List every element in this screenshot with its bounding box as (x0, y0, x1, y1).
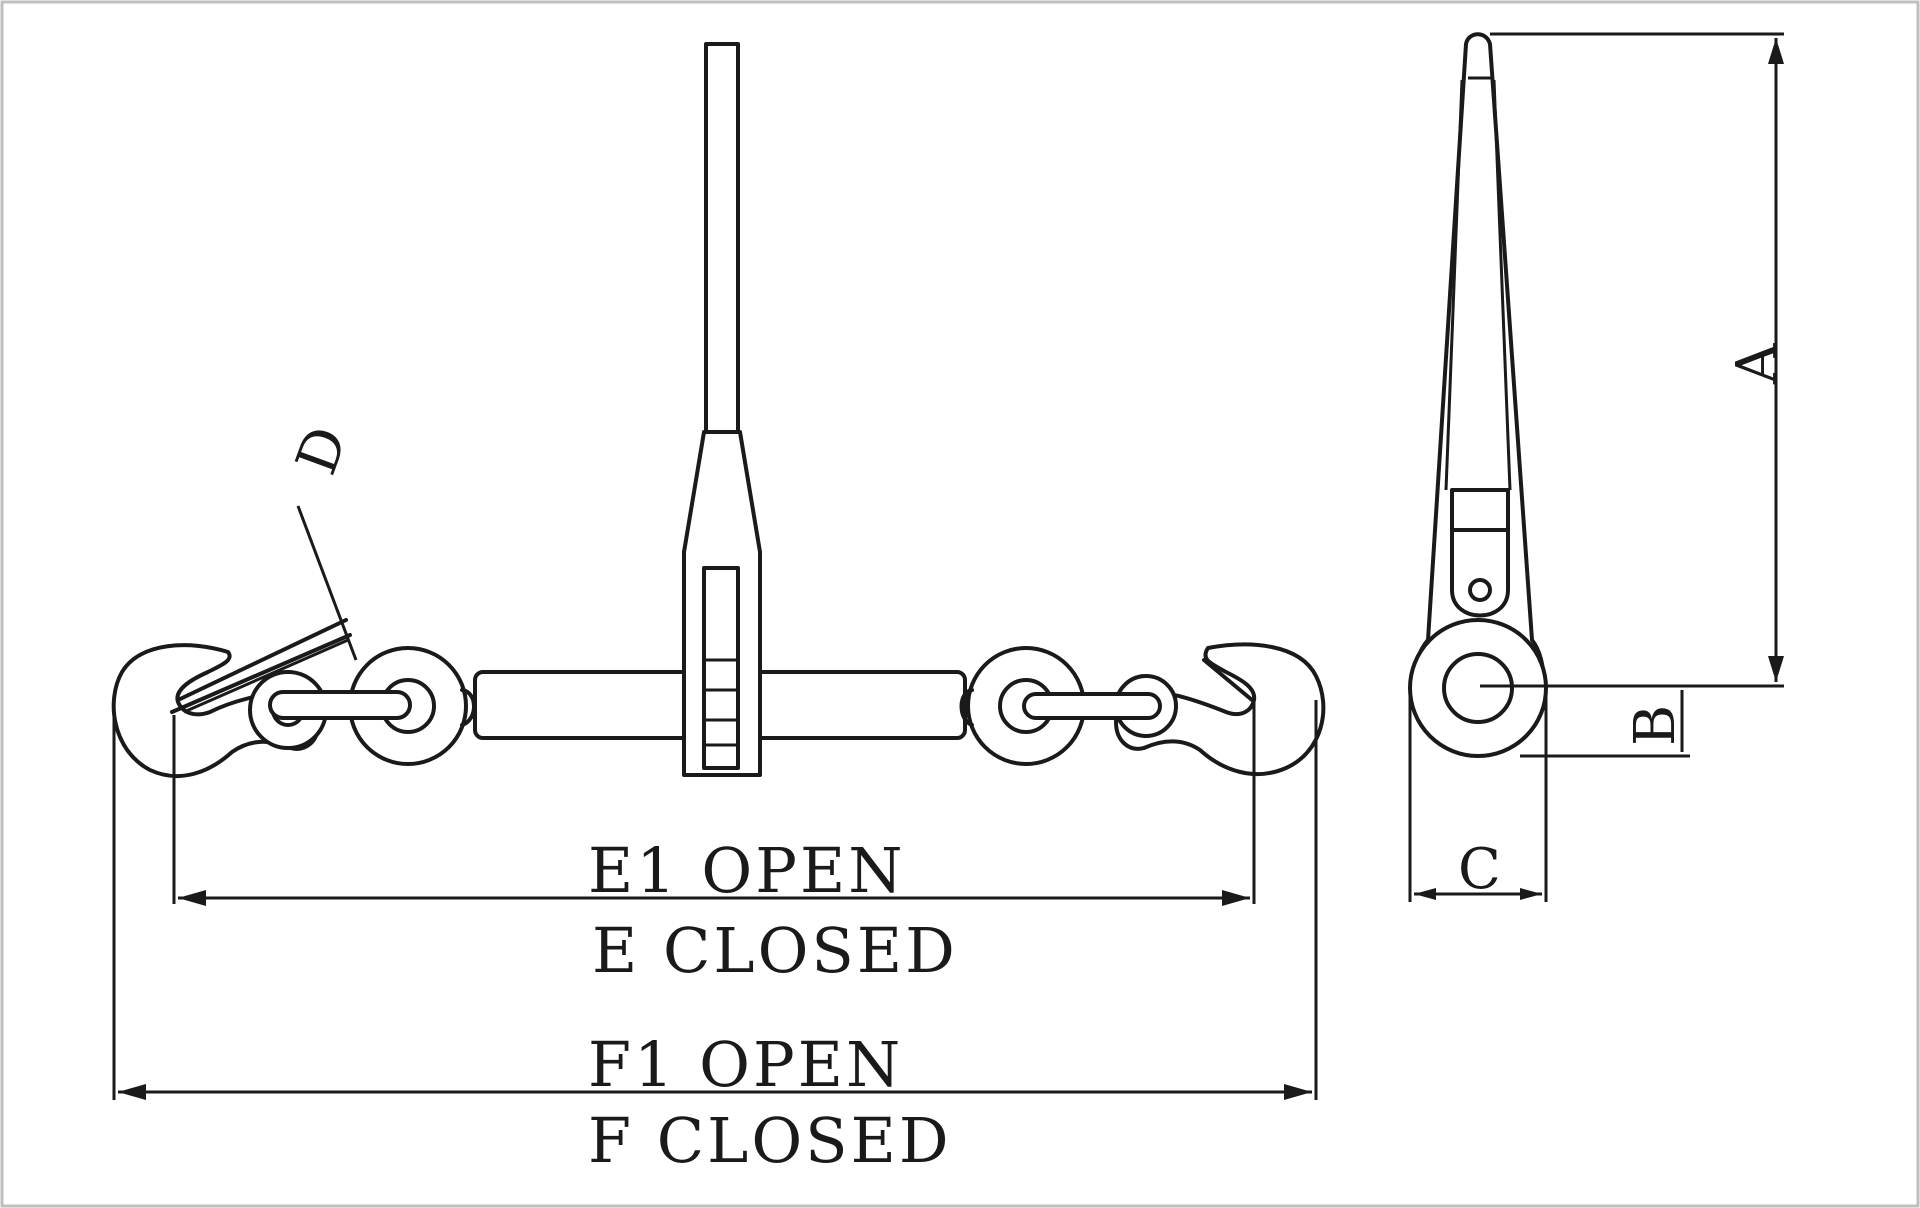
label-a: A (1725, 343, 1790, 385)
right-hook (1114, 642, 1326, 777)
dimension-c (1408, 690, 1548, 902)
left-link (268, 690, 412, 720)
label-d: D (284, 418, 360, 482)
label-c: C (1458, 837, 1501, 902)
right-link (1022, 692, 1162, 720)
right-hook-slot (1202, 658, 1254, 702)
left-hook-slot-edge (170, 633, 352, 714)
side-collar (1450, 488, 1510, 532)
label-f1: F1 OPEN (588, 1028, 903, 1101)
label-e: E CLOSED (592, 914, 958, 987)
left-swivel-neck (460, 688, 476, 727)
side-handle-inner (1444, 79, 1512, 491)
dimension-a (1480, 32, 1784, 688)
right-swivel-neck (959, 688, 974, 727)
dimension-a-arrow-bottom (1768, 656, 1784, 682)
dimension-e-arrow-left (178, 890, 206, 906)
dimension-f (112, 700, 1318, 1100)
dimension-a-arrow-top (1768, 38, 1784, 64)
side-eye (1408, 618, 1548, 758)
dimension-e-arrow-right (1222, 890, 1250, 906)
label-b: B (1623, 705, 1688, 746)
left-hook-slot (176, 618, 348, 702)
dimension-d-line (296, 505, 358, 661)
side-lug (1450, 528, 1510, 618)
label-e1: E1 OPEN (588, 834, 905, 907)
handle-ribs (704, 658, 738, 747)
dimension-b (1520, 690, 1690, 758)
side-lug-hole (1468, 578, 1492, 602)
dimension-e (172, 700, 1256, 906)
label-f: F CLOSED (588, 1104, 952, 1177)
side-eye-hole (1442, 652, 1514, 724)
front-view (111, 42, 1326, 779)
handle-slot (702, 566, 740, 770)
dimension-c-arrow-right (1520, 888, 1542, 900)
side-view (1408, 32, 1548, 758)
dimension-c-arrow-left (1414, 888, 1436, 900)
dimension-f-arrow-right (1284, 1084, 1312, 1100)
dimension-f-arrow-left (118, 1084, 146, 1100)
dimension-d-ref (183, 638, 349, 714)
handle-lever (704, 42, 740, 436)
